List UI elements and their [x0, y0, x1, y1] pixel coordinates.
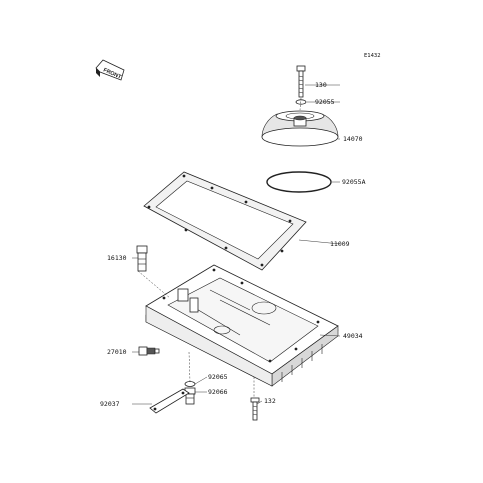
sensor-27010 — [138, 346, 160, 356]
part-label-130: 130 — [315, 81, 327, 89]
oil-pan-49034 — [145, 264, 339, 387]
part-label-16130: 16130 — [107, 254, 127, 262]
bolt-132 — [250, 397, 260, 421]
cover-14070 — [261, 110, 339, 147]
leader-lines — [132, 84, 341, 405]
o-ring-92055 — [295, 99, 307, 105]
gasket-11009 — [143, 171, 307, 271]
o-ring-92055a — [266, 171, 332, 193]
part-label-92055a: 92055A — [342, 178, 366, 186]
plate-92037 — [149, 388, 190, 414]
drain-plug-92066 — [184, 387, 196, 405]
part-label-11009: 11009 — [330, 240, 350, 248]
front-arrow-icon: FRONT — [95, 59, 125, 81]
part-label-92065: 92065 — [208, 373, 228, 381]
part-label-27010: 27010 — [107, 348, 127, 356]
fitting-16130 — [136, 245, 148, 272]
bolt-130 — [296, 65, 306, 98]
washer-92065 — [184, 381, 196, 387]
part-label-132: 132 — [264, 397, 276, 405]
part-label-49034: 49034 — [343, 332, 363, 340]
part-label-92066: 92066 — [208, 388, 228, 396]
part-label-92055: 92055 — [315, 98, 335, 106]
part-label-92037: 92037 — [100, 400, 120, 408]
part-label-14070: 14070 — [343, 135, 363, 143]
diagram-id: E1432 — [364, 53, 381, 59]
